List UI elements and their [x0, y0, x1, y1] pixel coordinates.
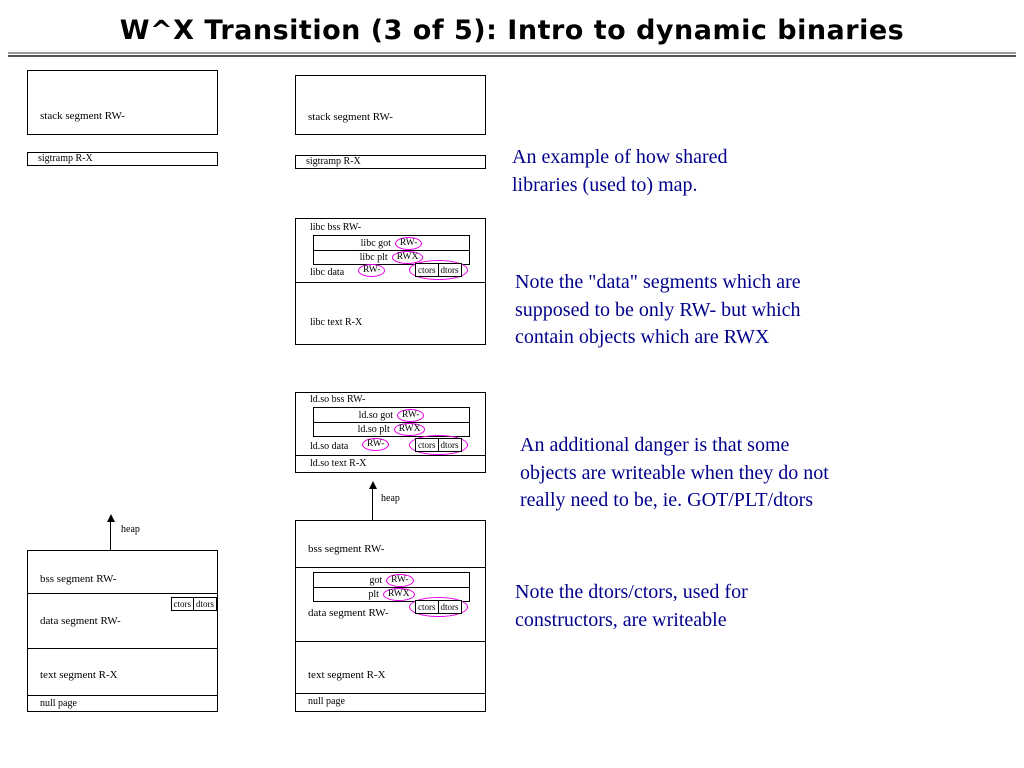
segment-divider	[296, 455, 485, 456]
static-heap-label: heap	[121, 524, 140, 535]
segment-divider	[296, 282, 485, 283]
ctors-box: ctors	[170, 597, 194, 611]
dynamic-data-label: data segment RW-	[308, 607, 389, 619]
segment-divider	[296, 567, 485, 568]
title-divider	[8, 52, 1016, 57]
segment-divider	[28, 648, 217, 649]
static-stack-box: stack segment RW-	[27, 70, 218, 135]
dtors-box: dtors	[437, 263, 462, 277]
segment-divider	[296, 641, 485, 642]
ctors-box: ctors	[415, 600, 439, 614]
ldso-got-row: ld.so got RW-	[314, 408, 469, 422]
libc-plt-perm: RWX	[391, 251, 424, 264]
dynamic-stack-box: stack segment RW-	[295, 75, 486, 135]
ldso-text-label: ld.so text R-X	[310, 458, 367, 469]
note-dtors-ctors: Note the dtors/ctors, used for construct…	[515, 581, 748, 631]
ctors-box: ctors	[415, 263, 439, 277]
dynamic-binary-box: bss segment RW- got RW- plt RWX data seg…	[295, 520, 486, 712]
libc-data-label: libc data	[310, 267, 345, 278]
ldso-box: ld.so bss RW- ld.so got RW- ld.so plt RW…	[295, 392, 486, 473]
plt-perm: RWX	[382, 588, 415, 601]
dynamic-sigtramp-label: sigtramp R-X	[306, 156, 361, 167]
static-null-page-label: null page	[40, 698, 77, 709]
libc-got-label: libc got	[360, 237, 391, 249]
dynamic-heap-label: heap	[381, 493, 400, 504]
got-row: got RW-	[314, 573, 469, 587]
dynamic-sigtramp-box: sigtramp R-X	[295, 155, 486, 169]
ldso-data-perm: RW-	[362, 438, 390, 451]
note-data-segments: Note the "data" segments which are suppo…	[515, 271, 801, 348]
dynamic-stack-label: stack segment RW-	[308, 111, 393, 123]
static-bss-label: bss segment RW-	[40, 573, 117, 585]
segment-divider	[28, 593, 217, 594]
static-text-label: text segment R-X	[40, 669, 118, 681]
note-shared-libraries: An example of how shared libraries (used…	[512, 146, 728, 196]
segment-divider	[28, 695, 217, 696]
dynamic-null-page-label: null page	[308, 696, 345, 707]
libc-plt-row: libc plt RWX	[314, 250, 469, 264]
libc-bss-label: libc bss RW-	[310, 222, 362, 233]
dtors-box: dtors	[437, 438, 462, 452]
static-data-label: data segment RW-	[40, 615, 121, 627]
plt-label: plt	[368, 589, 379, 600]
libc-got-plt-box: libc got RW- libc plt RWX	[313, 235, 470, 265]
ldso-got-label: ld.so got	[358, 409, 394, 421]
ldso-bss-label: ld.so bss RW-	[310, 394, 366, 405]
note-writeable-objects: An additional danger is that some object…	[520, 434, 829, 511]
ldso-got-perm: RW-	[397, 408, 425, 422]
ldso-plt-perm: RWX	[393, 423, 426, 436]
libc-box: libc bss RW- libc got RW- libc plt RWX l…	[295, 218, 486, 345]
heap-arrow-line	[372, 488, 373, 520]
heap-arrow-icon	[369, 481, 377, 489]
dynamic-bss-label: bss segment RW-	[308, 543, 385, 555]
ctors-box: ctors	[415, 438, 439, 452]
ldso-plt-row: ld.so plt RWX	[314, 422, 469, 436]
ldso-got-plt-box: ld.so got RW- ld.so plt RWX	[313, 407, 470, 437]
dynamic-text-label: text segment R-X	[308, 669, 386, 681]
static-sigtramp-label: sigtramp R-X	[38, 153, 93, 164]
plt-row: plt RWX	[314, 587, 469, 601]
libc-text-label: libc text R-X	[310, 317, 363, 328]
got-perm: RW-	[386, 573, 414, 587]
dtors-box: dtors	[437, 600, 462, 614]
static-stack-label: stack segment RW-	[40, 110, 125, 122]
libc-data-perm: RW-	[358, 264, 386, 277]
ldso-data-label: ld.so data	[310, 441, 349, 452]
heap-arrow-icon	[107, 514, 115, 522]
libc-got-perm: RW-	[394, 236, 423, 250]
segment-divider	[296, 693, 485, 694]
libc-plt-label: libc plt	[359, 252, 388, 263]
heap-arrow-line	[110, 521, 111, 550]
static-sigtramp-box: sigtramp R-X	[27, 152, 218, 166]
libc-got-row: libc got RW-	[314, 236, 469, 250]
got-label: got	[369, 574, 383, 586]
ldso-plt-label: ld.so plt	[357, 424, 390, 435]
slide-title: W^X Transition (3 of 5): Intro to dynami…	[119, 15, 905, 46]
dtors-box: dtors	[193, 597, 217, 611]
